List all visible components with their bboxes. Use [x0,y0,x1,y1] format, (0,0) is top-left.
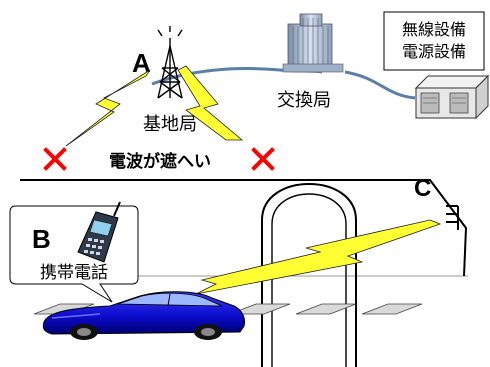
radio-blocked-label: 電波が遮へい [109,151,211,171]
car-icon [42,291,245,340]
tunnel-antenna-icon [364,179,468,277]
marker-a: A [132,48,151,78]
marker-c: C [414,175,431,202]
radio-tower-icon [157,26,183,99]
mobile-phone-icon [77,201,121,263]
equipment-label-line1: 無線設備 [402,20,466,39]
signal-bolt-right-icon [177,65,244,141]
mobile-phone-label: 携帯電話 [40,263,108,283]
exchange-building-icon [282,13,344,73]
equipment-label-line2: 電源設備 [402,42,466,61]
equipment-box-icon [414,74,490,120]
equipment-label-box [383,11,485,71]
signal-bolt-left-icon [65,69,151,147]
tunnel-arch-inner [271,193,347,367]
phone-callout-box [9,205,139,303]
tunnel-arch [261,183,357,367]
blocked-x-right-icon [251,147,275,171]
exchange-label: 交換局 [277,90,331,111]
blocked-x-left-icon [43,147,67,171]
marker-b: B [32,224,51,254]
cable-exchange-to-equipment [344,70,416,100]
signal-bolt-tunnel-icon [195,219,442,295]
base-station-label: 基地局 [143,114,197,135]
